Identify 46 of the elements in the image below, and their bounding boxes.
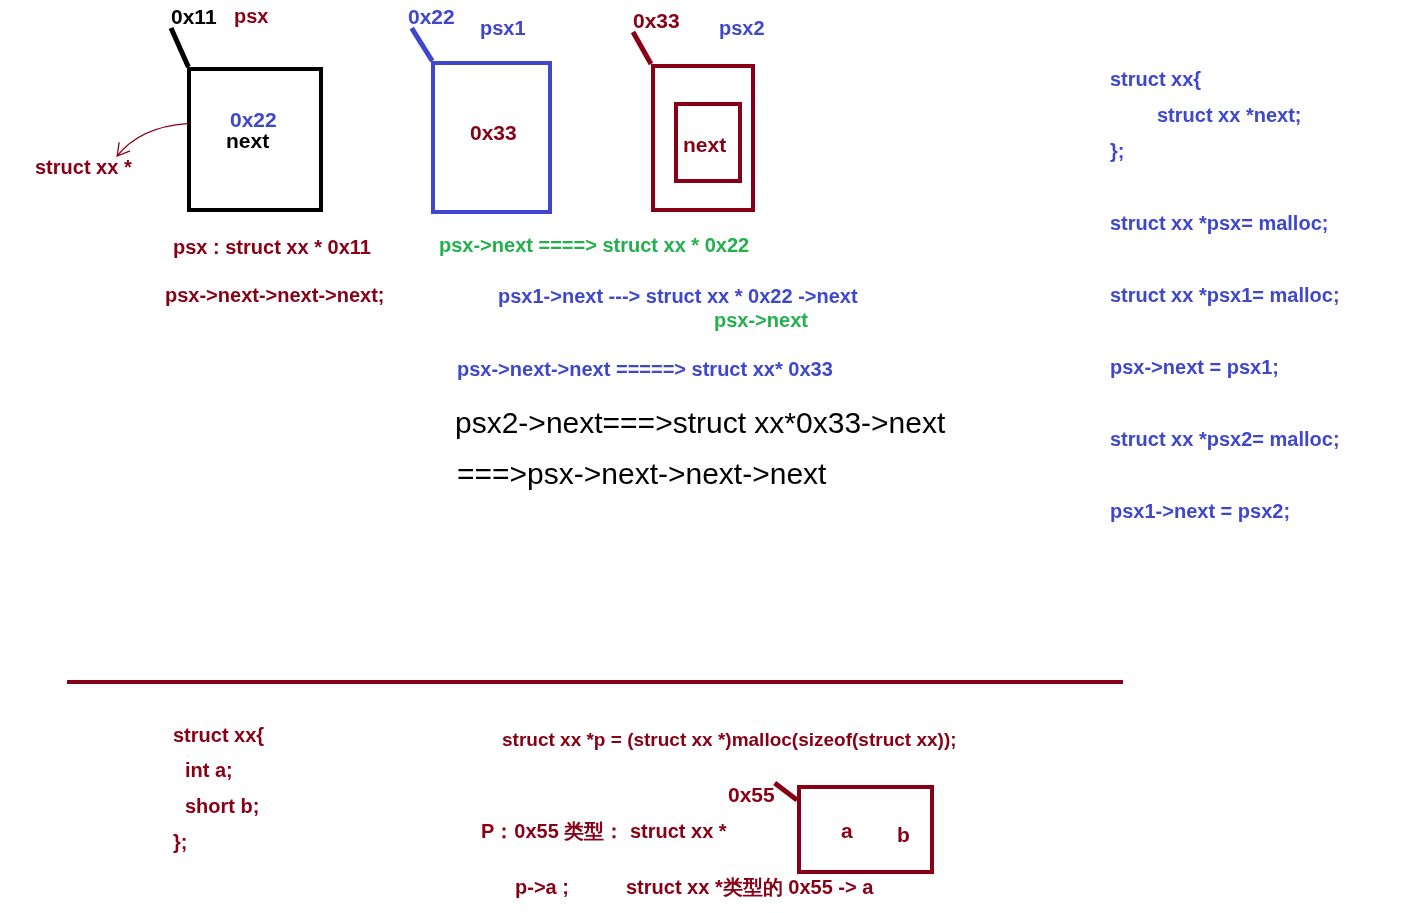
pointer-value: 0x33: [470, 122, 517, 143]
leader-line: [773, 781, 799, 803]
annotation-text: psx1->next ---> struct xx * 0x22 ->next: [498, 285, 858, 307]
leader-line: [630, 30, 654, 66]
field-name: b: [897, 824, 910, 845]
annotation-text: ===>psx->next->next->next: [457, 457, 827, 490]
code-line: };: [1110, 140, 1125, 162]
leader-line: [168, 27, 191, 69]
struct-box: [187, 67, 323, 212]
annotation-text: psx->next ====> struct xx * 0x22: [439, 234, 750, 256]
code-line: };: [173, 831, 188, 853]
address-label: 0x33: [633, 9, 680, 33]
annotation-text: p->a ;: [515, 876, 569, 898]
annotation-text: psx : struct xx * 0x11: [173, 236, 371, 258]
code-line: psx->next = psx1;: [1110, 356, 1279, 378]
code-line: short b;: [185, 795, 260, 817]
arrow: [116, 122, 188, 157]
struct-box: [797, 785, 934, 874]
code-line: struct xx *p = (struct xx *)malloc(sizeof(struct xx));: [502, 730, 957, 751]
annotation-text: psx->next->next->next;: [165, 284, 385, 306]
field-name: next: [226, 130, 270, 151]
field-box: [674, 102, 742, 183]
annotation-text: struct xx *类型的 0x55 -> a: [626, 876, 874, 898]
code-line: struct xx *psx1= malloc;: [1110, 284, 1340, 306]
code-line: psx1->next = psx2;: [1110, 500, 1291, 522]
code-line: struct xx *psx= malloc;: [1110, 212, 1329, 234]
field-name: next: [683, 134, 727, 155]
annotation-text: psx2->next===>struct xx*0x33->next: [455, 406, 946, 439]
variable-name: psx1: [480, 18, 526, 38]
variable-name: psx: [234, 5, 269, 27]
variable-name: psx2: [719, 18, 765, 38]
leader-line: [409, 26, 435, 63]
annotation-text: psx->next: [714, 309, 808, 331]
code-line: int a;: [185, 759, 233, 781]
code-line: struct xx *psx2= malloc;: [1110, 428, 1340, 450]
type-label: struct xx *: [35, 156, 132, 178]
address-label: 0x22: [408, 5, 455, 29]
annotation-text: psx->next->next =====> struct xx* 0x33: [457, 358, 833, 380]
code-line: struct xx{: [173, 724, 265, 746]
pointer-value: 0x22: [230, 109, 277, 130]
code-line: struct xx *next;: [1157, 104, 1302, 126]
address-label: 0x55: [728, 783, 775, 807]
code-line: struct xx{: [1110, 68, 1202, 90]
address-label: 0x11: [171, 5, 217, 29]
annotation-text: P：0x55 类型： struct xx *: [481, 820, 727, 842]
field-name: a: [841, 820, 853, 841]
